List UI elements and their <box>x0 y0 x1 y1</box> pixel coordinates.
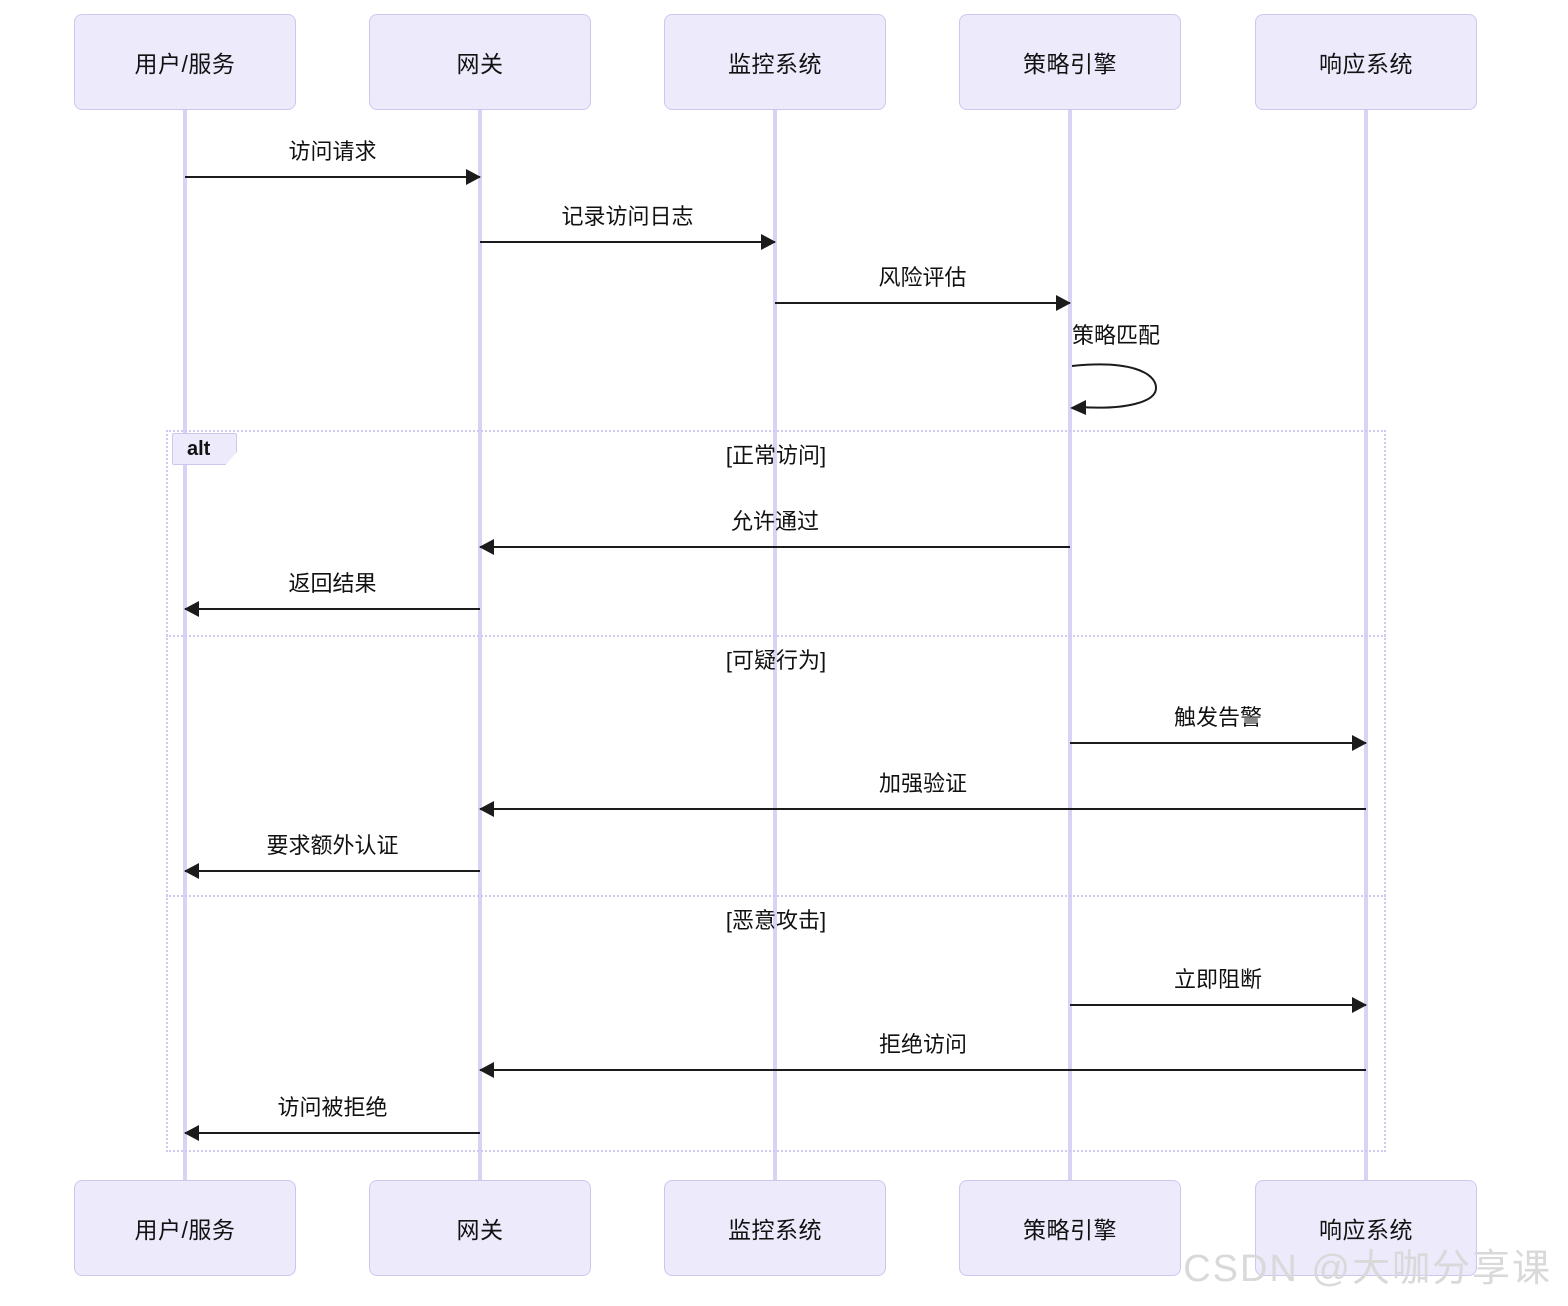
participant-box-top-user[interactable]: 用户/服务 <box>74 14 296 110</box>
participant-label: 响应系统 <box>1319 1217 1413 1243</box>
lifeline-gateway <box>478 110 482 1180</box>
participant-label: 策略引擎 <box>1023 1217 1117 1243</box>
lifeline-user <box>183 110 187 1180</box>
arrow-line <box>185 176 480 178</box>
arrow-head-icon <box>1352 735 1367 751</box>
message-label: 允许通过 <box>730 509 819 534</box>
participant-box-top-monitor[interactable]: 监控系统 <box>664 14 886 110</box>
arrow-line <box>185 1132 480 1134</box>
lifeline-policy <box>1068 110 1072 1180</box>
arrow-line <box>185 608 480 610</box>
alt-condition-1: [正常访问] <box>725 443 827 468</box>
participant-label: 网关 <box>456 1217 504 1243</box>
arrow-line <box>185 870 480 872</box>
arrow-line <box>1070 742 1366 744</box>
arrow-line <box>480 1069 1366 1071</box>
arrow-head-icon <box>184 863 199 879</box>
arrow-head-icon <box>479 539 494 555</box>
message-label: 访问被拒绝 <box>277 1095 388 1120</box>
participant-label: 用户/服务 <box>134 1217 236 1243</box>
message-self-loop-policy-match[interactable]: 策略匹配 <box>1068 323 1160 416</box>
alt-operator-text: alt <box>187 437 211 460</box>
participant-label: 监控系统 <box>728 1217 822 1243</box>
participant-box-top-policy[interactable]: 策略引擎 <box>959 14 1181 110</box>
message-label: 加强验证 <box>878 771 967 796</box>
message-label: 立即阻断 <box>1173 967 1262 992</box>
message-label: 返回结果 <box>288 571 377 596</box>
message-label: 访问请求 <box>288 139 377 164</box>
arrow-head-icon <box>1352 997 1367 1013</box>
participant-box-top-respond[interactable]: 响应系统 <box>1255 14 1477 110</box>
self-loop-arrow-icon <box>1070 363 1158 415</box>
arrow-head-icon <box>761 234 776 250</box>
arrow-head-icon <box>1056 295 1071 311</box>
participant-label: 监控系统 <box>728 51 822 77</box>
lifeline-monitor <box>773 110 777 1180</box>
message-label: 要求额外认证 <box>266 833 399 858</box>
arrow-line <box>480 808 1366 810</box>
alt-operator-label: alt <box>172 433 238 465</box>
participant-label: 网关 <box>456 51 504 77</box>
arrow-head-icon <box>479 1062 494 1078</box>
participant-box-bottom-gateway[interactable]: 网关 <box>369 1180 591 1276</box>
message-label: 策略匹配 <box>1071 323 1160 348</box>
alt-section-divider-2 <box>166 895 1386 897</box>
message-label: 触发告警 <box>1173 705 1262 730</box>
arrow-line <box>1070 1004 1366 1006</box>
message-label: 记录访问日志 <box>561 204 694 229</box>
arrow-head-icon <box>184 601 199 617</box>
arrow-head-icon <box>466 169 481 185</box>
participant-box-bottom-monitor[interactable]: 监控系统 <box>664 1180 886 1276</box>
arrow-line <box>480 241 775 243</box>
message-label: 拒绝访问 <box>878 1032 967 1057</box>
message-label: 风险评估 <box>878 265 967 290</box>
participant-box-top-gateway[interactable]: 网关 <box>369 14 591 110</box>
alt-condition-3: [恶意攻击] <box>725 908 827 933</box>
participant-box-bottom-user[interactable]: 用户/服务 <box>74 1180 296 1276</box>
participant-box-bottom-policy[interactable]: 策略引擎 <box>959 1180 1181 1276</box>
csdn-watermark: CSDN @大咖分享课 <box>1183 1248 1552 1290</box>
arrow-head-icon <box>184 1125 199 1141</box>
alt-condition-2: [可疑行为] <box>725 648 827 673</box>
arrow-line <box>775 302 1070 304</box>
participant-label: 响应系统 <box>1319 51 1413 77</box>
arrow-line <box>480 546 1070 548</box>
participant-label: 策略引擎 <box>1023 51 1117 77</box>
arrow-head-icon <box>479 801 494 817</box>
alt-section-divider-1 <box>166 635 1386 637</box>
lifeline-respond <box>1364 110 1368 1180</box>
participant-label: 用户/服务 <box>134 51 236 77</box>
participant-box-bottom-respond[interactable]: 响应系统 <box>1255 1180 1477 1276</box>
